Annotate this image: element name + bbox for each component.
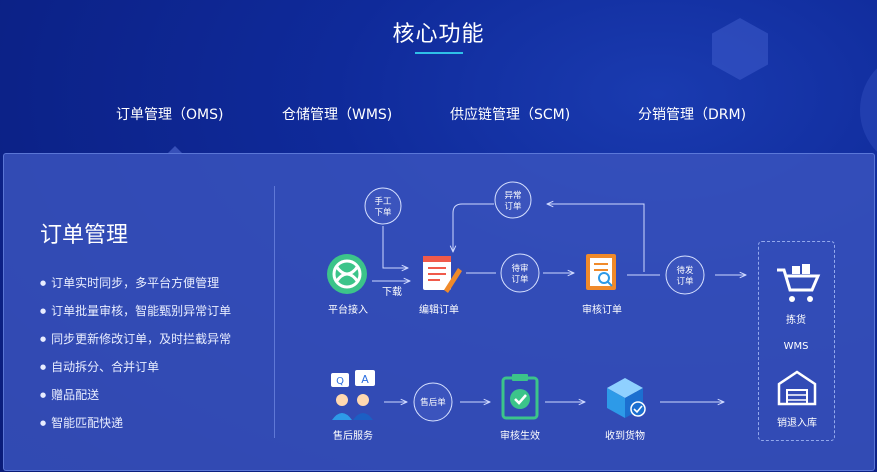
- tab-drm[interactable]: 分销管理（DRM): [638, 107, 747, 123]
- tab-scm[interactable]: 供应链管理（SCM): [450, 107, 571, 123]
- svg-text:下单: 下单: [374, 207, 392, 218]
- bubble-exception-order: 异常 订单: [494, 181, 532, 219]
- node-label-received: 收到货物: [605, 431, 645, 442]
- svg-text:A: A: [361, 373, 369, 386]
- customer-service-icon: Q A: [331, 370, 375, 420]
- node-label-review: 审核订单: [582, 305, 622, 316]
- edit-document-icon: [423, 256, 462, 293]
- feature-item: 自动拆分、合并订单: [40, 358, 231, 386]
- node-label-edit: 编辑订单: [419, 305, 459, 316]
- page-title: 核心功能: [392, 22, 485, 47]
- bubble-manual-order: 手工 下单: [364, 187, 402, 225]
- feature-item: 同步更新修改订单，及时拦截异常: [40, 330, 231, 358]
- tab-wms[interactable]: 仓储管理（WMS): [282, 107, 393, 123]
- svg-text:异常: 异常: [504, 190, 521, 201]
- node-label-approve: 审核生效: [500, 431, 540, 442]
- feature-item: 赠品配送: [40, 386, 231, 414]
- title-underline: [415, 52, 463, 54]
- arrow-review-to-exception: [547, 204, 645, 272]
- svg-text:Q: Q: [336, 376, 344, 387]
- arrow-manual-to-edit: [382, 226, 408, 268]
- panel-divider: [274, 186, 275, 438]
- package-received-icon: [607, 378, 646, 418]
- arrow-exception-to-edit: [453, 203, 494, 252]
- svg-text:订单: 订单: [676, 276, 694, 287]
- node-label-wms: WMS: [783, 341, 809, 352]
- panel-heading: 订单管理: [40, 223, 129, 248]
- node-label-pick: 拣货: [786, 315, 806, 326]
- platform-icon: [327, 254, 367, 294]
- tab-oms[interactable]: 订单管理（OMS): [116, 107, 224, 123]
- node-label-platform: 平台接入: [328, 305, 368, 316]
- svg-text:手工: 手工: [374, 196, 392, 207]
- bubble-pending-ship: 待发 订单: [665, 255, 705, 295]
- node-label-return: 销退入库: [777, 418, 817, 429]
- wms-group-box: [758, 241, 835, 441]
- clipboard-check-icon: [501, 374, 539, 420]
- download-label: 下载: [382, 286, 402, 298]
- warehouse-icon: [777, 370, 817, 406]
- feature-item: 订单批量审核，智能甄别异常订单: [40, 302, 231, 330]
- node-label-after-sales: 售后服务: [333, 431, 373, 442]
- review-document-icon: [586, 254, 616, 290]
- tab-bar: 订单管理（OMS) 仓储管理（WMS) 供应链管理（SCM) 分销管理（DRM): [0, 104, 877, 126]
- feature-list: 订单实时同步，多平台方便管理 订单批量审核，智能甄别异常订单 同步更新修改订单，…: [40, 274, 231, 442]
- cart-icon: [777, 264, 821, 302]
- active-tab-indicator: [168, 146, 182, 153]
- svg-text:订单: 订单: [504, 201, 522, 212]
- bubble-pending-review: 待审 订单: [500, 253, 540, 293]
- feature-item: 订单实时同步，多平台方便管理: [40, 274, 231, 302]
- feature-item: 智能匹配快递: [40, 414, 231, 442]
- bubble-after-sales-order: 售后单: [413, 382, 453, 422]
- svg-text:售后单: 售后单: [420, 397, 446, 408]
- svg-text:待发: 待发: [676, 265, 694, 276]
- svg-text:订单: 订单: [511, 274, 529, 285]
- svg-text:待审: 待审: [511, 263, 528, 274]
